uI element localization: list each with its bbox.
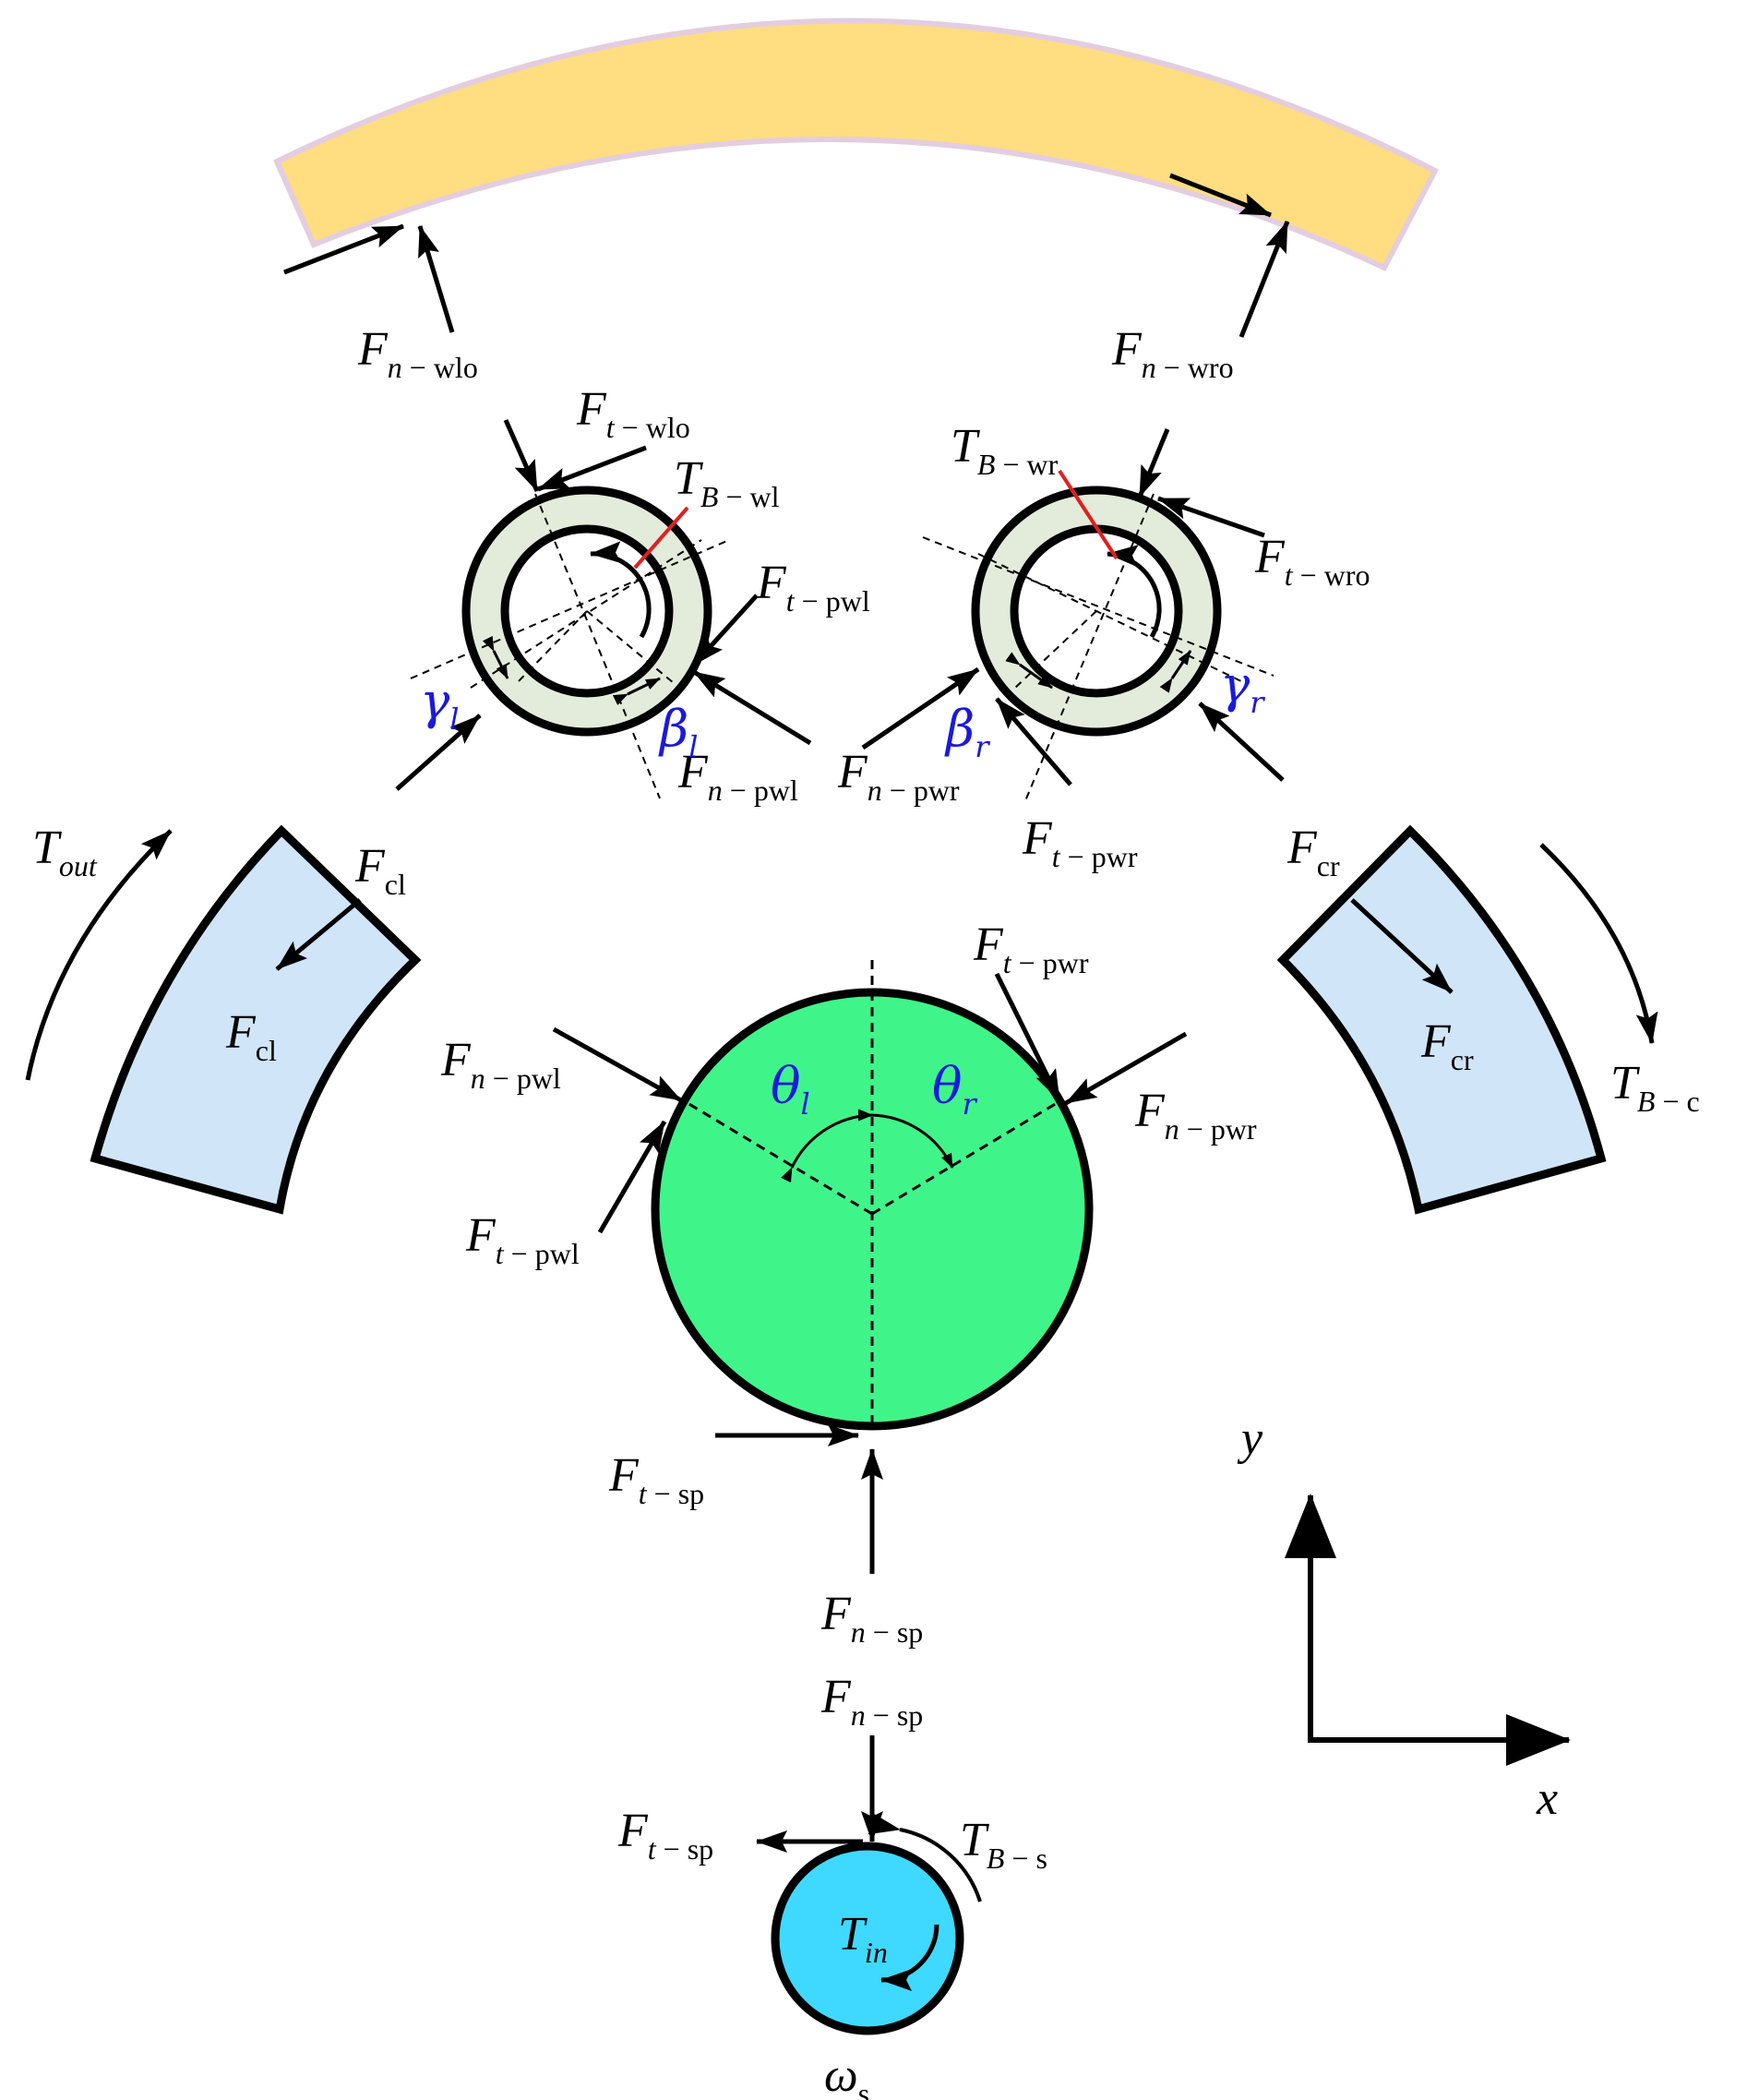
- ring-gear-segment: [273, 18, 1440, 271]
- label-ft-wro: Ft − wro: [1254, 531, 1370, 592]
- tb-wr-leader: [1058, 469, 1119, 560]
- label-fn-sp-b: Fn − sp: [820, 1671, 923, 1732]
- angle-theta-r: θr: [932, 1057, 978, 1122]
- carrier-right-wedge: [1276, 824, 1607, 1215]
- angle-theta-l: θl: [771, 1057, 810, 1122]
- label-tin: Tin: [838, 1908, 888, 1969]
- label-fn-wlo: Fn − wlo: [357, 323, 478, 384]
- carrier-left-wedge: [90, 824, 422, 1215]
- angle-gamma-r: γr: [1220, 655, 1265, 720]
- label-ft-pwr-mid: Ft − pwr: [973, 918, 1089, 979]
- label-tb-s: TB − s: [960, 1814, 1047, 1875]
- y-axis-label: y: [1237, 1412, 1263, 1465]
- label-ft-wlo: Ft − wlo: [576, 383, 690, 444]
- label-fn-pwl-mid: Fn − pwl: [440, 1034, 561, 1095]
- angle-labels: γl βl βr γr θl θr: [420, 655, 1265, 1122]
- tb-wl-leader: [633, 506, 689, 570]
- label-tb-wr: TB − wr: [951, 420, 1059, 481]
- label-fcl-top: Fcl: [354, 840, 406, 901]
- label-fcr-top: Fcr: [1286, 822, 1340, 882]
- label-ft-sp-bot: Ft − sp: [617, 1805, 713, 1866]
- x-axis-label: x: [1536, 1772, 1558, 1825]
- label-tb-c: TB − c: [1610, 1057, 1700, 1118]
- label-tout: Tout: [32, 822, 98, 882]
- label-tb-wl: TB − wl: [674, 452, 780, 513]
- sun-gear: [771, 1812, 982, 2035]
- left-planet-gear: [410, 486, 730, 799]
- label-fn-wro: Fn − wro: [1111, 323, 1234, 384]
- label-fn-pwl-top: Fn − pwl: [677, 746, 798, 807]
- coordinate-axes: y x: [1237, 1412, 1571, 1825]
- angle-beta-l: βl: [658, 700, 698, 764]
- label-omega-s: ωs: [824, 2049, 869, 2100]
- label-ft-pwr-top: Ft − pwr: [1022, 812, 1138, 873]
- angle-beta-r: βr: [944, 700, 990, 764]
- right-planet-gear: [922, 486, 1274, 804]
- label-ft-sp-mid: Ft − sp: [608, 1449, 704, 1510]
- label-fcr-in: Fcr: [1420, 1015, 1474, 1076]
- force-arrows: [25, 173, 1658, 1853]
- angle-gamma-l: γl: [420, 672, 460, 737]
- label-ft-pwl-mid: Ft − pwl: [465, 1209, 580, 1270]
- carrier-disc: [651, 960, 1094, 1431]
- label-fn-pwr-top: Fn − pwr: [837, 746, 960, 807]
- label-ft-pwl-top: Ft − pwl: [756, 557, 870, 618]
- label-fn-pwr-mid: Fn − pwr: [1134, 1085, 1257, 1146]
- label-fn-sp-a: Fn − sp: [820, 1588, 923, 1649]
- label-fcl-in: Fcl: [225, 1006, 277, 1067]
